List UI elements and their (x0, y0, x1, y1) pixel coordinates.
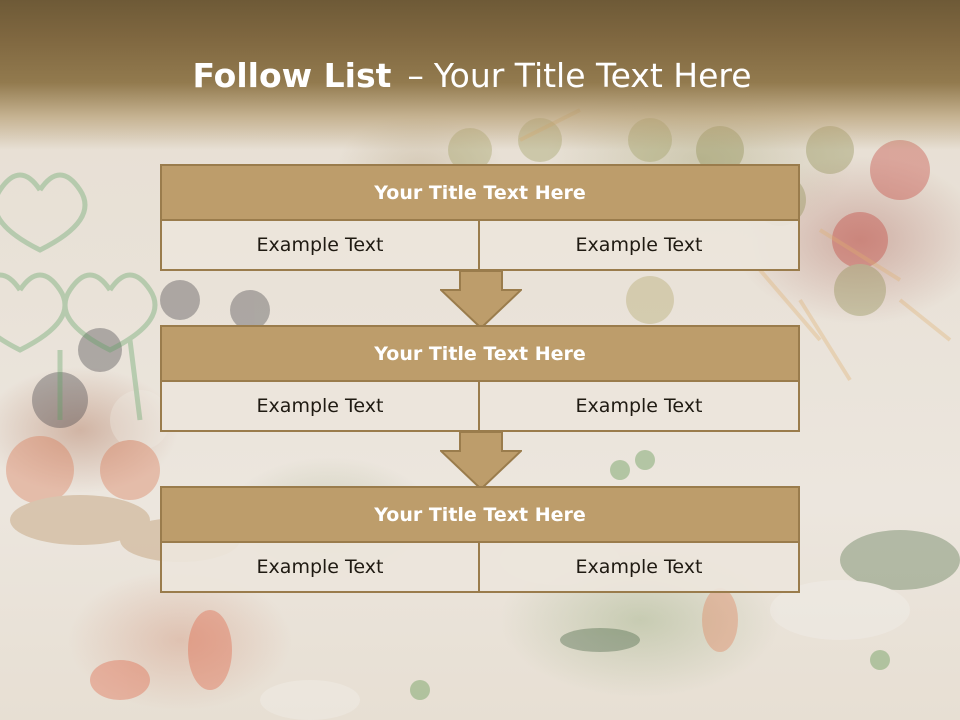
block-title: Your Title Text Here (160, 325, 800, 382)
block-cell-left: Example Text (160, 221, 480, 271)
block-title: Your Title Text Here (160, 164, 800, 221)
list-block-3: Your Title Text Here Example Text Exampl… (160, 486, 800, 593)
block-row: Example Text Example Text (160, 543, 800, 593)
title-separator: – (407, 56, 424, 95)
down-arrow-icon (440, 270, 522, 330)
slide-title: Follow List–Your Title Text Here (0, 54, 944, 98)
down-arrow-icon (440, 431, 522, 491)
title-rest: Your Title Text Here (433, 56, 752, 95)
block-cell-right: Example Text (480, 221, 800, 271)
block-cell-right: Example Text (480, 382, 800, 432)
list-block-2: Your Title Text Here Example Text Exampl… (160, 325, 800, 432)
block-cell-left: Example Text (160, 382, 480, 432)
block-title: Your Title Text Here (160, 486, 800, 543)
block-row: Example Text Example Text (160, 382, 800, 432)
header-band (0, 0, 960, 150)
title-bold: Follow List (192, 56, 392, 95)
list-block-1: Your Title Text Here Example Text Exampl… (160, 164, 800, 271)
block-row: Example Text Example Text (160, 221, 800, 271)
block-cell-right: Example Text (480, 543, 800, 593)
block-cell-left: Example Text (160, 543, 480, 593)
